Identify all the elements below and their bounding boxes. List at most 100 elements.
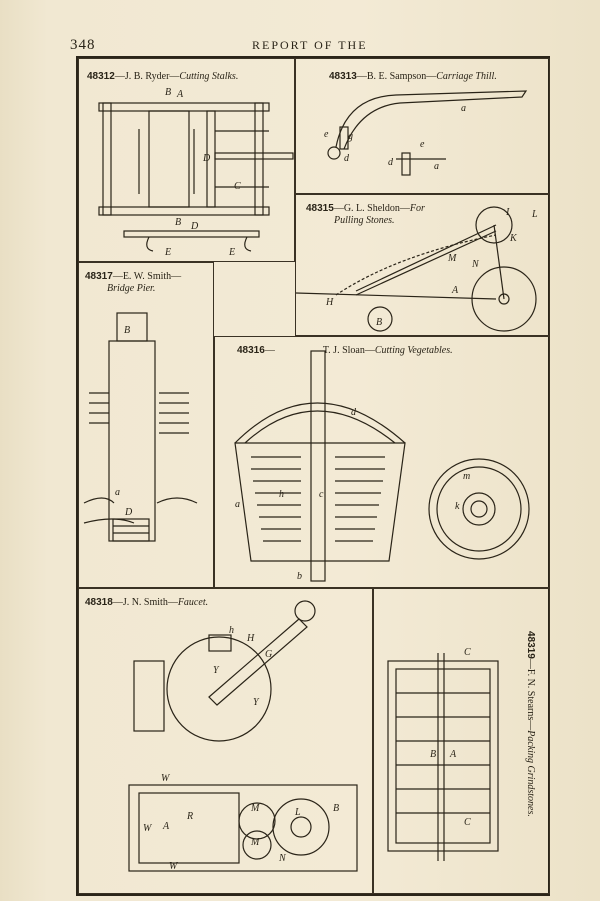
figure-48315: 48315—G. L. Sheldon—For Pulling Stones. …	[295, 194, 550, 336]
svg-text:D: D	[190, 221, 199, 232]
inventor: J. B. Ryder	[124, 71, 170, 82]
inventor: E. W. Smith	[122, 271, 172, 282]
svg-text:M: M	[447, 253, 457, 264]
patent-title-2: Bridge Pier.	[107, 283, 156, 294]
figure-caption: 48318—J. N. Smith—Faucet.	[85, 597, 209, 608]
figure-caption: 48312—J. B. Ryder—Cutting Stalks.	[87, 71, 239, 82]
svg-text:I: I	[505, 207, 510, 218]
svg-text:b: b	[297, 571, 302, 582]
bridge-pier-drawing: B a D	[83, 312, 198, 542]
svg-text:E: E	[164, 247, 171, 258]
svg-text:A: A	[449, 749, 457, 760]
svg-text:k: k	[455, 501, 460, 512]
figure-48317: 48317—E. W. Smith— Bridge Pier. B a D	[78, 262, 214, 588]
svg-text:D: D	[202, 153, 211, 164]
svg-text:E: E	[228, 247, 235, 258]
svg-text:B: B	[165, 87, 171, 98]
svg-text:a: a	[115, 487, 120, 498]
figure-caption-line2: Bridge Pier.	[107, 283, 155, 294]
svg-text:C: C	[464, 817, 471, 828]
vegetable-cutter-drawing: d a h c b m k	[234, 350, 530, 582]
svg-text:d: d	[388, 157, 394, 168]
svg-text:d: d	[351, 407, 357, 418]
figure-caption: 48313—B. E. Sampson—Carriage Thill.	[329, 71, 497, 82]
patent-title: Carriage Thill.	[436, 71, 497, 82]
svg-text:B: B	[333, 803, 339, 814]
page-number: 348	[70, 37, 96, 53]
svg-text:h: h	[279, 489, 284, 500]
svg-text:L: L	[531, 209, 538, 220]
patent-title-2: Pulling Stones.	[334, 215, 395, 226]
svg-text:m: m	[463, 471, 470, 482]
svg-text:W: W	[169, 861, 179, 872]
inventor: J. N. Smith	[122, 597, 168, 608]
inventor: F. N. Stearns	[525, 668, 536, 721]
patent-title: Cutting Vegetables.	[374, 345, 453, 356]
svg-text:d: d	[344, 153, 350, 164]
patent-title: Faucet.	[177, 597, 209, 608]
grindstone-packing-drawing: C B A C	[387, 647, 499, 861]
svg-text:h: h	[229, 625, 234, 636]
svg-text:B: B	[124, 325, 130, 336]
svg-text:L: L	[294, 807, 301, 818]
stone-puller-drawing: I L K M N H A B	[295, 206, 538, 332]
svg-text:B: B	[376, 317, 382, 328]
figure-caption: 48317—E. W. Smith—	[85, 271, 182, 282]
patent-title-1: For	[409, 203, 425, 214]
svg-text:Y: Y	[213, 665, 220, 676]
svg-text:e: e	[420, 139, 425, 150]
inventor: B. E. Sampson	[366, 71, 427, 82]
figure-caption-vertical: 48319—F. N. Stearns—Packing Grindstones.	[525, 631, 536, 817]
svg-text:A: A	[176, 89, 184, 100]
patent-number: 48317	[85, 271, 113, 282]
patent-title: Packing Grindstones.	[525, 730, 536, 817]
svg-text:A: A	[162, 821, 170, 832]
figure-48319: C B A C 48319—F. N. Stearns—Packing Grinds…	[373, 588, 550, 894]
patent-number: 48315	[306, 203, 334, 214]
svg-text:H: H	[325, 297, 334, 308]
figure-caption: 48316—T. J. Sloan—Cutting Vegetables.	[237, 345, 453, 356]
figure-caption-line2: Pulling Stones.	[334, 215, 395, 226]
svg-text:e: e	[324, 129, 329, 140]
svg-text:R: R	[186, 811, 193, 822]
svg-text:D: D	[124, 507, 133, 518]
patent-number: 48319	[525, 631, 536, 659]
figure-caption: 48315—G. L. Sheldon—For	[306, 203, 425, 214]
svg-text:A: A	[451, 285, 459, 296]
svg-text:Y: Y	[253, 697, 260, 708]
svg-text:a: a	[461, 103, 466, 114]
svg-text:N: N	[471, 259, 480, 270]
inventor: T. J. Sloan	[322, 345, 365, 356]
svg-text:M: M	[250, 803, 260, 814]
inventor: G. L. Sheldon	[343, 203, 400, 214]
patent-number: 48313	[329, 71, 357, 82]
svg-text:C: C	[234, 181, 241, 192]
svg-text:K: K	[509, 233, 518, 244]
svg-text:g: g	[348, 131, 353, 142]
svg-text:W: W	[143, 823, 153, 834]
svg-text:B: B	[175, 217, 181, 228]
svg-text:B: B	[430, 749, 436, 760]
svg-text:a: a	[434, 161, 439, 172]
svg-text:N: N	[278, 853, 287, 864]
svg-text:H: H	[246, 633, 255, 644]
svg-text:G: G	[265, 649, 272, 660]
patent-number: 48312	[87, 71, 115, 82]
svg-text:M: M	[250, 837, 260, 848]
patent-number: 48318	[85, 597, 113, 608]
svg-text:a: a	[235, 499, 240, 510]
figure-48316: 48316—T. J. Sloan—Cutting Vegetables. d a…	[214, 336, 550, 588]
svg-text:W: W	[161, 773, 171, 784]
svg-text:c: c	[319, 489, 324, 500]
carriage-thill-drawing: ae gd de a	[324, 90, 528, 176]
patent-number: 48316	[237, 345, 265, 356]
patent-title: Cutting Stalks.	[179, 71, 239, 82]
svg-text:C: C	[464, 647, 471, 658]
